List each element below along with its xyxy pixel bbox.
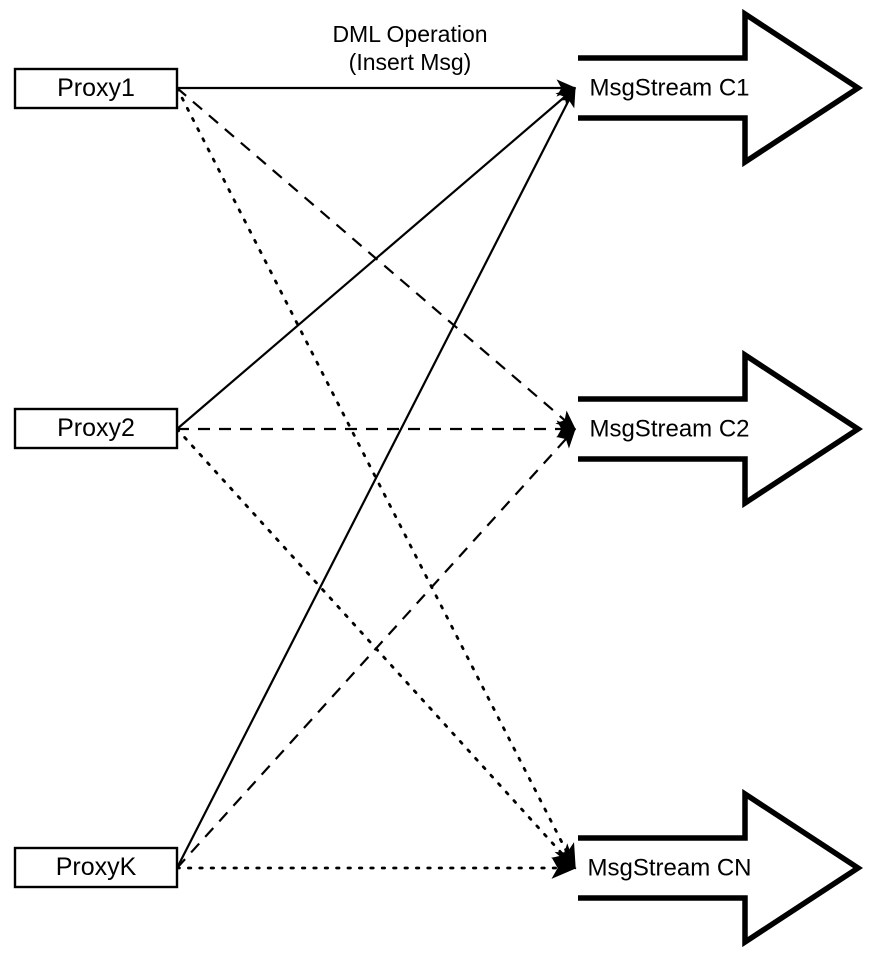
- edge-label-line2: (Insert Msg): [349, 49, 472, 75]
- proxy-node-proxy2[interactable]: Proxy2: [13, 407, 179, 450]
- link-p1-cn: [175, 86, 577, 870]
- proxy-box-proxy2: [13, 407, 179, 450]
- msgstream-arrow-shape-c1: [578, 8, 864, 168]
- edge-label-dml-operation: DML Operation (Insert Msg): [332, 21, 487, 75]
- proxy-node-proxy1[interactable]: Proxy1: [13, 67, 179, 110]
- links-layer: [175, 79, 577, 879]
- proxy-label-proxyK: ProxyK: [56, 853, 137, 881]
- proxy-box-proxyK: [13, 846, 179, 889]
- msgstream-node-c2[interactable]: MsgStream C2: [578, 349, 864, 509]
- msgstream-label-cn: MsgStream CN: [587, 854, 751, 881]
- proxy-node-proxyK[interactable]: ProxyK: [13, 846, 179, 889]
- msgstream-node-c1[interactable]: MsgStream C1: [578, 8, 864, 168]
- proxy-label-proxy2: Proxy2: [57, 414, 135, 442]
- msgstream-arrow-shape-cn: [578, 788, 864, 948]
- proxy-box-proxy1: [13, 67, 179, 110]
- link-pk-c1: [176, 86, 576, 869]
- msgstream-arrow-shape-c2: [578, 349, 864, 509]
- msgstream-nodes-layer: MsgStream C1 MsgStream C2 MsgStream CN: [578, 8, 864, 948]
- link-p2-c1: [176, 87, 577, 430]
- link-pk-c2: [176, 428, 576, 869]
- msgstream-label-c1: MsgStream C1: [589, 74, 749, 101]
- proxy-label-proxy1: Proxy1: [57, 74, 135, 102]
- msgstream-label-c2: MsgStream C2: [589, 415, 749, 442]
- msgstream-node-cn[interactable]: MsgStream CN: [578, 788, 864, 948]
- edge-label-line1: DML Operation: [332, 21, 487, 47]
